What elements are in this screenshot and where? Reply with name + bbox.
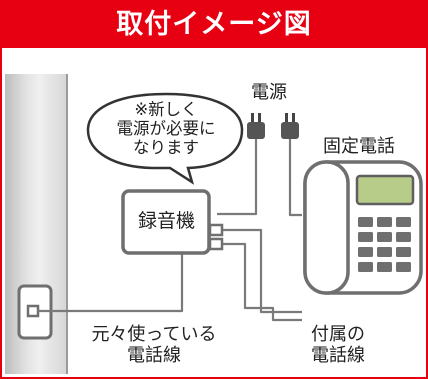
phone-handset — [303, 160, 350, 295]
telephone — [303, 160, 423, 295]
diagram-title: 取付イメージ図 — [2, 2, 426, 48]
speech-bubble — [86, 92, 244, 185]
bubble-line-3: なります — [133, 138, 199, 157]
fixed-phone-label: 固定電話 — [323, 136, 395, 157]
included-line-label: 付属の 電話線 — [303, 324, 373, 366]
recorder-box — [121, 189, 211, 255]
power-plug-right — [281, 113, 299, 139]
bubble-text: ※新しく 電源が必要に なります — [98, 100, 234, 157]
wall-edge — [66, 74, 68, 374]
included-line-cable — [223, 228, 302, 314]
existing-line-label-2: 電話線 — [127, 345, 181, 366]
existing-line-label: 元々使っている 電話線 — [79, 324, 229, 366]
phone-screen — [355, 174, 415, 206]
phone-power-cable — [288, 139, 302, 217]
recorder-power-cable — [217, 139, 258, 216]
phone-keypad — [358, 217, 411, 272]
existing-line-cable — [38, 250, 184, 313]
bubble-line-2: 電源が必要に — [116, 119, 216, 138]
recorder-label: 録音機 — [138, 210, 196, 232]
recorder-port-2 — [208, 237, 224, 251]
handset-cable — [223, 242, 302, 322]
power-plug-left — [247, 113, 265, 139]
power-outlet-label: 電源 — [251, 82, 287, 103]
wall-jack-port — [26, 304, 40, 318]
included-line-label-1: 付属の — [311, 324, 365, 345]
included-line-label-2: 電話線 — [311, 345, 365, 366]
bubble-line-1: ※新しく — [134, 100, 198, 119]
recorder-port-1 — [208, 223, 224, 237]
existing-line-label-1: 元々使っている — [91, 324, 217, 345]
